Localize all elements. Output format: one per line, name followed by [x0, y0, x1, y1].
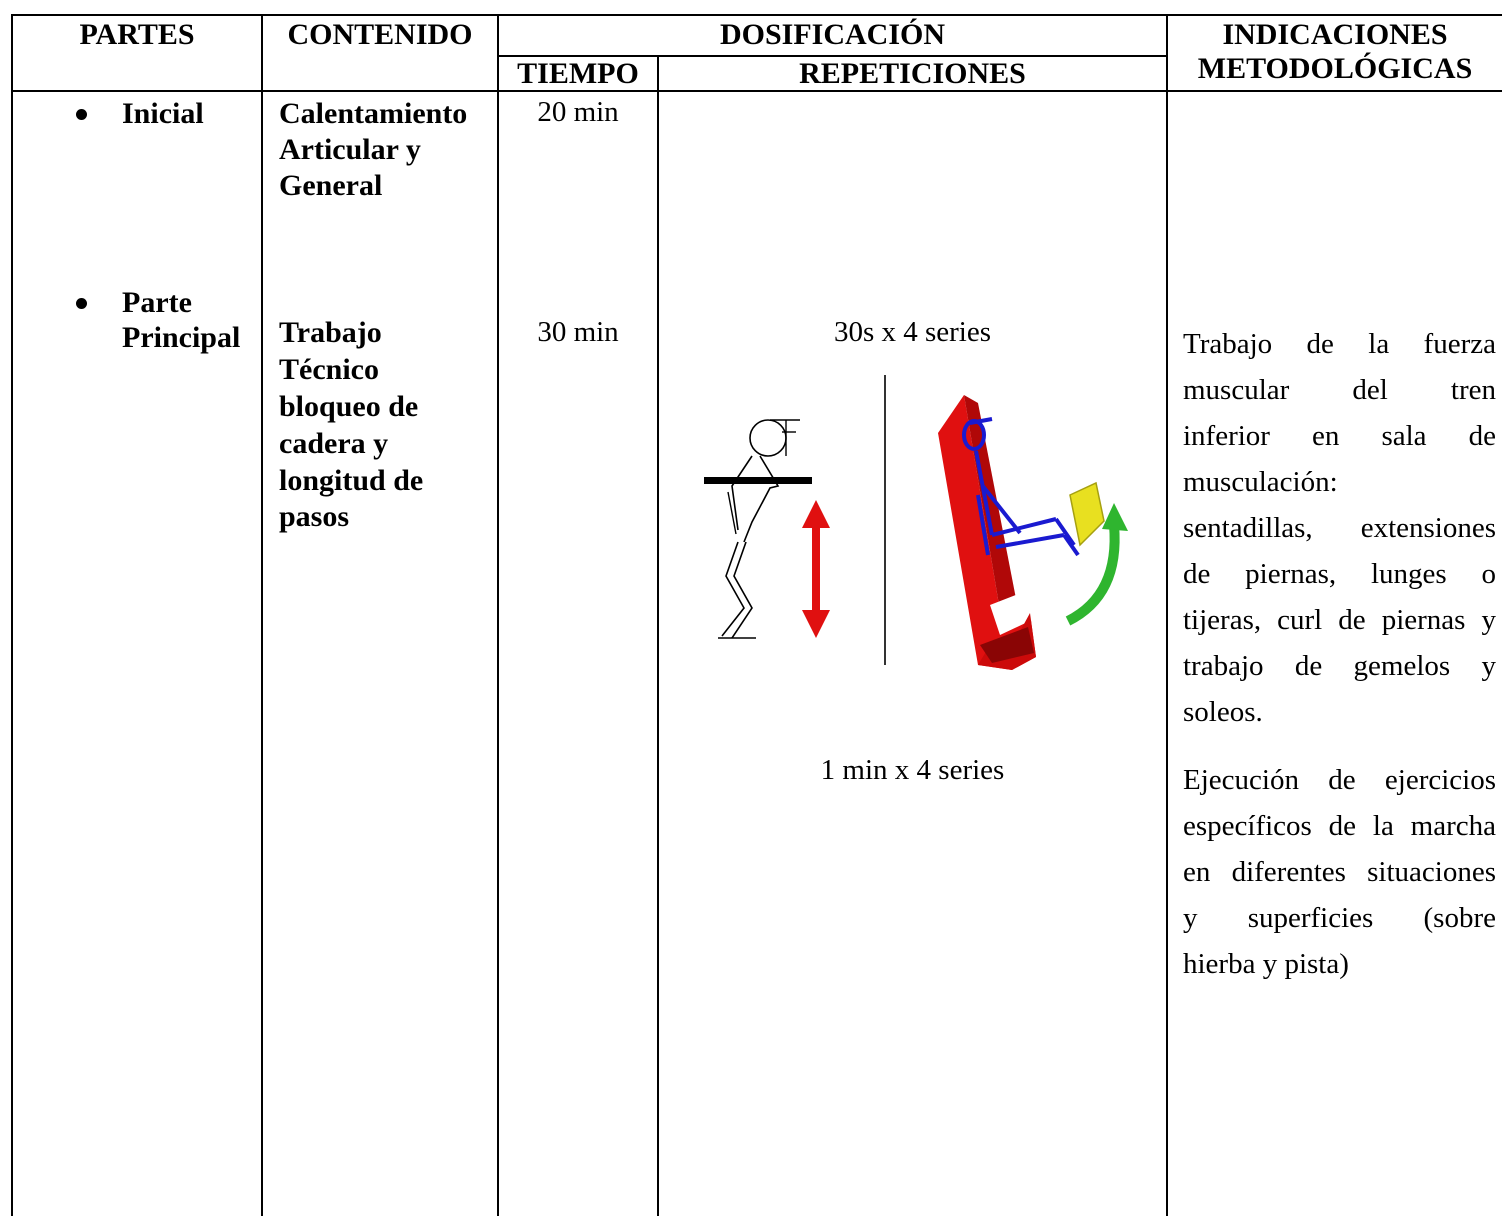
contenido-inicial-line: Articular y [279, 133, 421, 166]
indicaciones-line: Trabajo de la fuerza [1183, 328, 1496, 360]
bullet-icon [76, 298, 87, 309]
col-divider-4 [1166, 14, 1168, 1216]
indicaciones-line: en diferentes situaciones [1183, 856, 1496, 888]
indicaciones-line: sentadillas, extensiones [1183, 512, 1496, 544]
header-repeticiones: REPETICIONES [799, 57, 1026, 90]
squat-figure-illustration [704, 419, 830, 639]
parte-inicial: Inicial [122, 97, 204, 130]
table-top-border [11, 14, 1502, 16]
col-divider-3 [657, 55, 659, 1216]
header-dosificacion: DOSIFICACIÓN [719, 18, 946, 51]
parte-principal-line: Principal [122, 321, 241, 354]
contenido-principal-line: bloqueo de [279, 390, 419, 423]
indicaciones-line: de piernas, lunges o [1183, 558, 1496, 590]
indicaciones-line: inferior en sala de [1183, 420, 1496, 452]
contenido-principal-line: pasos [279, 500, 350, 533]
indicaciones-line: muscular del tren [1183, 374, 1496, 406]
parte-principal-line: Parte [122, 286, 192, 319]
bullet-icon [76, 109, 87, 120]
contenido-inicial-line: General [279, 169, 383, 202]
tiempo-inicial: 20 min [537, 96, 619, 128]
indicaciones-line: musculación: [1183, 466, 1338, 498]
col-divider-1 [261, 14, 263, 1216]
indicaciones-line: y superficies (sobre [1183, 902, 1496, 934]
table-left-border [11, 14, 13, 1216]
indicaciones-line: soleos. [1183, 696, 1263, 728]
illustration-divider [884, 375, 886, 665]
header-partes: PARTES [79, 18, 195, 51]
contenido-principal-line: Técnico [279, 353, 379, 386]
leg-extension-machine-illustration [938, 395, 1128, 670]
dosificacion-divider [498, 55, 1167, 57]
contenido-principal-line: cadera y [279, 427, 389, 460]
repeticiones-principal-1: 30s x 4 series [833, 316, 992, 348]
contenido-principal-line: longitud de [279, 464, 424, 497]
indicaciones-line: trabajo de gemelos y [1183, 650, 1496, 682]
indicaciones-line: específicos de la marcha [1183, 810, 1496, 842]
header-bottom-border [11, 90, 1502, 92]
indicaciones-fuerza: Trabajo de la fuerza muscular del tren i… [1183, 321, 1496, 735]
header-indicaciones: INDICACIONES [1222, 18, 1448, 51]
indicaciones-marcha: Ejecución de ejercicios específicos de l… [1183, 757, 1496, 987]
header-tiempo: TIEMPO [517, 57, 639, 90]
tiempo-principal: 30 min [537, 316, 619, 348]
repeticiones-principal-2: 1 min x 4 series [820, 754, 1005, 786]
indicaciones-line: tijeras, curl de piernas y [1183, 604, 1496, 636]
header-contenido: CONTENIDO [287, 18, 473, 51]
contenido-inicial-line: Calentamiento [279, 97, 468, 130]
header-metodologicas: METODOLÓGICAS [1197, 52, 1473, 85]
indicaciones-line: Ejecución de ejercicios [1183, 764, 1496, 796]
indicaciones-line: hierba y pista) [1183, 948, 1349, 980]
col-divider-2 [497, 14, 499, 1216]
contenido-principal-line: Trabajo [279, 316, 382, 349]
